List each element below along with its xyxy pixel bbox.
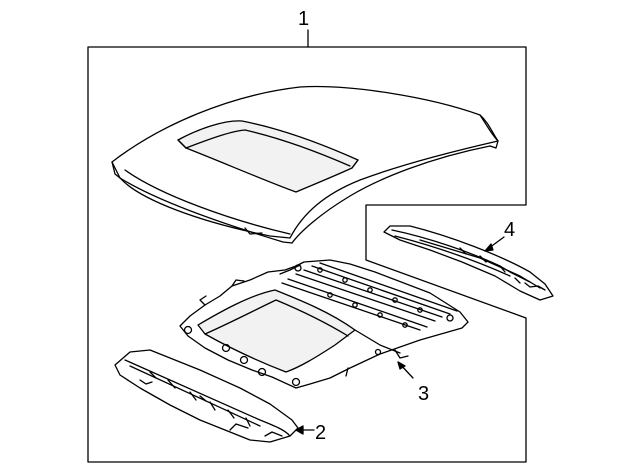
roof-panel [111,85,499,244]
rear-header [383,225,554,301]
diagram-border [87,46,527,463]
sunroof-frame [179,259,469,389]
callout-1: 1 [298,8,310,30]
callout-2: 2 [315,422,327,444]
callout-4: 4 [504,219,516,241]
front-header [114,349,299,443]
callout-3: 3 [418,383,430,405]
